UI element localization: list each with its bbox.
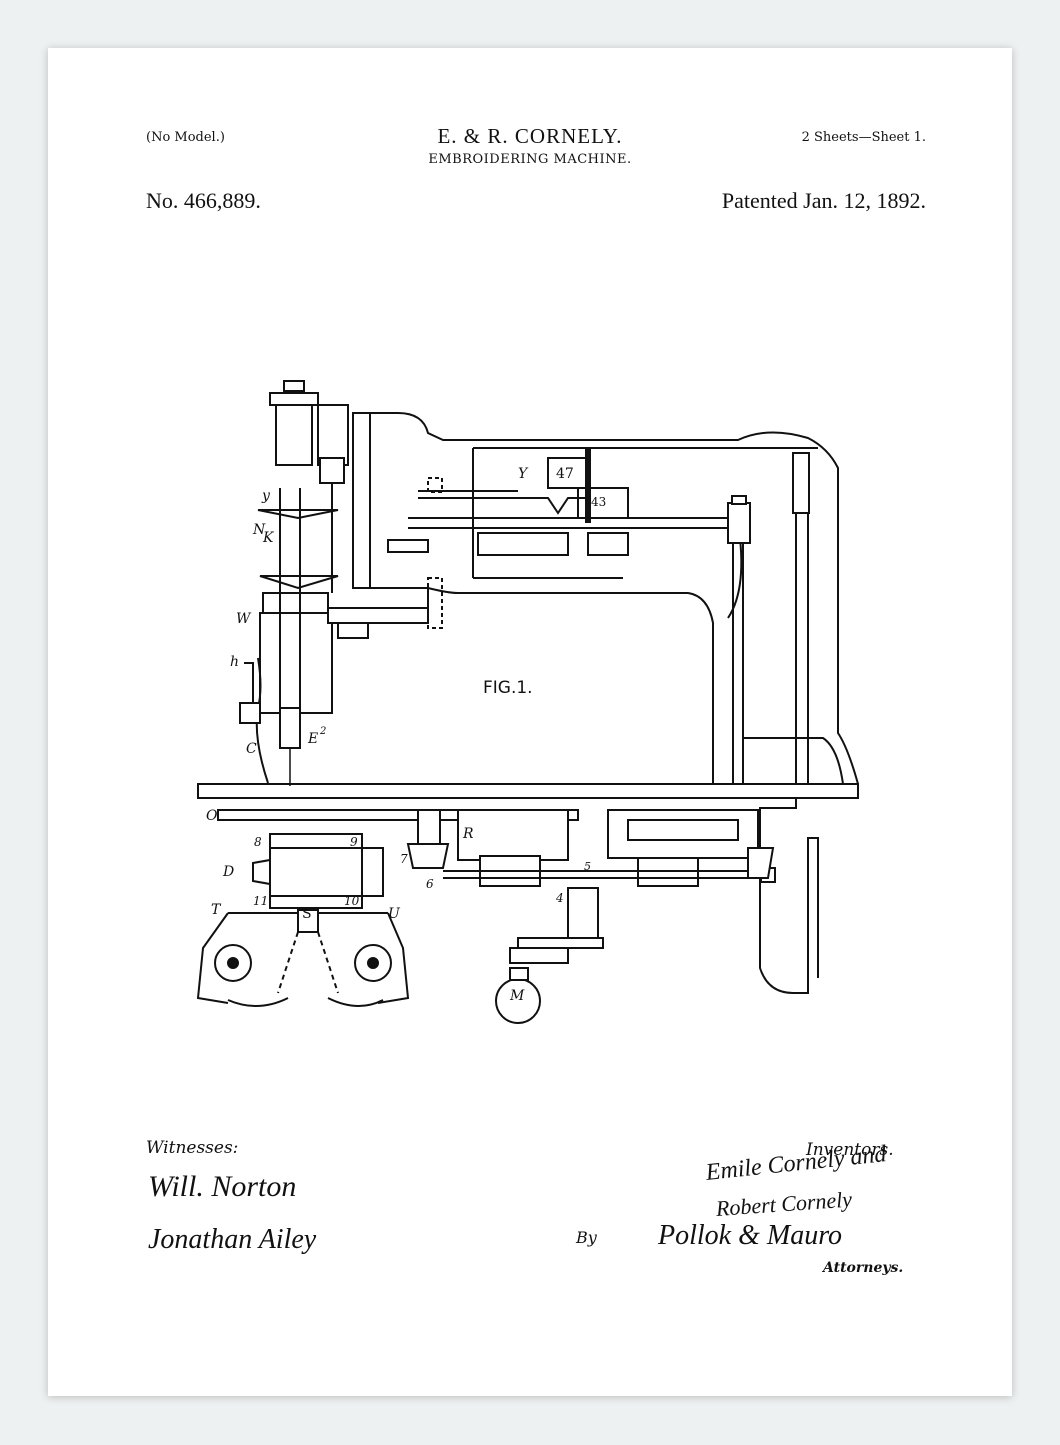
- ref-6: 6: [426, 877, 434, 891]
- ref-y: y: [261, 488, 271, 504]
- ref-8: 8: [254, 835, 262, 849]
- patent-title: E. & R. CORNELY.: [437, 124, 623, 148]
- attorneys-label: Attorneys.: [823, 1260, 904, 1276]
- no-model-label: (No Model.): [146, 130, 225, 145]
- ref-C: C: [246, 741, 257, 757]
- ref-K: K: [262, 530, 275, 546]
- ref-N: N: [252, 522, 266, 538]
- ref-T: T: [211, 902, 222, 918]
- witnesses-label: Witnesses:: [146, 1138, 239, 1158]
- ref-47: 47: [556, 466, 574, 482]
- needle-head: [239, 380, 429, 786]
- ref-D: D: [222, 864, 234, 880]
- witness-signature-2: Jonathan Ailey: [148, 1224, 317, 1255]
- sheet-count: 2 Sheets—Sheet 1.: [801, 130, 926, 145]
- machine-bed: [197, 783, 859, 799]
- patent-number: No. 466,889.: [146, 188, 261, 213]
- inventors-label: Inventors.: [806, 1140, 894, 1160]
- witness-signature-1: Will. Norton: [148, 1170, 297, 1203]
- ref-S: S: [302, 906, 312, 922]
- attorney-signature: Pollok & Mauro: [658, 1220, 843, 1251]
- machine-drawing: FIG.1. y N K W h C E 2 Y 47 43 O R 8 9 7…: [196, 380, 859, 1024]
- lower-gears: [217, 809, 775, 1024]
- ref-E2-superscript: 2: [319, 726, 326, 737]
- patent-sheet: (No Model.) E. & R. CORNELY. EMBROIDERIN…: [48, 48, 1012, 1396]
- ref-10: 10: [344, 894, 360, 908]
- ref-4: 4: [555, 891, 564, 905]
- ref-E2: E: [307, 731, 318, 747]
- ref-5: 5: [584, 860, 591, 873]
- by-label: By: [576, 1228, 597, 1247]
- ref-W: W: [236, 611, 252, 627]
- ref-9: 9: [350, 835, 358, 849]
- top-shaft: [387, 448, 751, 629]
- figure-label: FIG.1.: [483, 678, 533, 698]
- ref-M: M: [509, 988, 525, 1004]
- ref-Y: Y: [518, 466, 529, 482]
- ref-h: h: [230, 654, 239, 670]
- ref-7: 7: [400, 852, 408, 866]
- ref-O: O: [206, 808, 218, 824]
- machine-arm: [358, 412, 859, 785]
- ref-R: R: [462, 826, 474, 842]
- ref-43: 43: [591, 495, 606, 509]
- patent-subtitle: EMBROIDERING MACHINE.: [428, 152, 632, 167]
- ref-11: 11: [253, 894, 268, 908]
- patent-date: Patented Jan. 12, 1892.: [721, 188, 926, 213]
- right-standard: [759, 452, 819, 994]
- ref-U: U: [388, 906, 401, 922]
- thread-guide-assembly: [196, 909, 410, 1008]
